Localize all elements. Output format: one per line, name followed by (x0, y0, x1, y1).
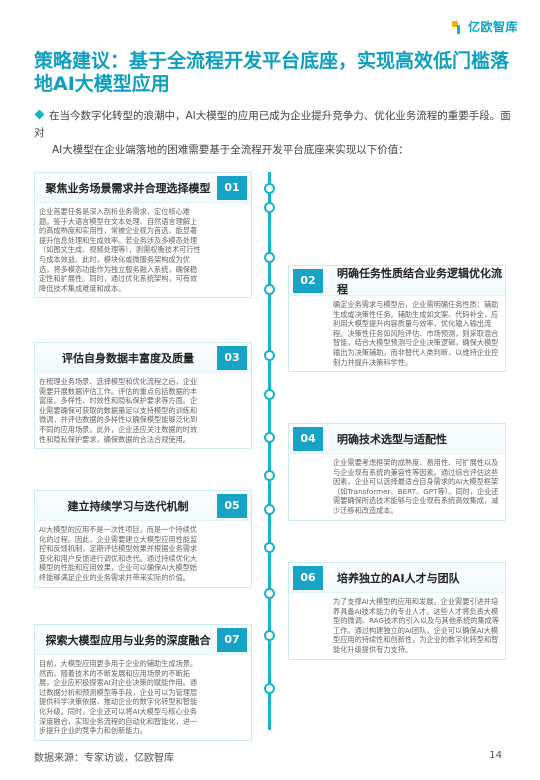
card-title: 建立持续学习与迭代机制 (67, 499, 189, 513)
card-number: 02 (293, 268, 323, 293)
data-source: 数据来源：专家访谈，亿欧智库 (34, 753, 174, 764)
card-number: 01 (217, 175, 247, 200)
strategy-card-03: 评估自身数据丰富度及质量 03 在梳理业务场景、选择模型和优化流程之后，企业需要开… (34, 342, 252, 450)
card-body: AI大模型的应用不是一次性项目，而是一个持续优化的过程。因此，企业需要建立大模型… (39, 525, 198, 582)
timeline-dot (264, 683, 275, 694)
timeline-dot (264, 252, 275, 263)
card-body: 确定业务需求与模型后，企业需明确任务性质：辅助生成或决策性任务。辅助生成如文案、… (333, 300, 499, 367)
card-title: 评估自身数据丰富度及质量 (62, 351, 194, 365)
intro-line-1: 在当今数字化转型的浪潮中，AI大模型的应用已成为企业提升竞争力、优化业务流程的重… (34, 110, 511, 139)
strategy-card-04: 04 明确技术选型与适配性 企业需要考虑框架的成熟度、易用性、可扩展性以及与企业现… (288, 423, 506, 521)
timeline-dot (264, 504, 275, 515)
strategy-card-07: 探索大模型应用与业务的深度融合 07 目前，大模型应用更多用于企业的辅助生成场景。… (34, 624, 252, 741)
timeline-dot (264, 183, 275, 194)
page-title: 策略建议：基于全流程开发平台底座，实现高效低门槛落地AI大模型应用 (34, 50, 510, 95)
card-body: 为了支撑AI大模型的应用和发展，企业需要引进并培养具备AI技术能力的专业人才。这… (333, 597, 500, 654)
intro-line-2: AI大模型在企业端落地的困难需要基于全流程开发平台底座来实现以下价值： (52, 144, 409, 156)
strategy-card-02: 02 明确任务性质结合业务逻辑优化流程 确定业务需求与模型后，企业需明确任务性质：… (288, 265, 506, 373)
intro-paragraph: 在当今数字化转型的浪潮中，AI大模型的应用已成为企业提升竞争力、优化业务流程的重… (34, 108, 512, 159)
timeline-dot (264, 432, 275, 443)
timeline-dot (264, 588, 275, 599)
card-number: 07 (217, 627, 247, 652)
timeline-dot (264, 630, 275, 641)
card-title: 明确技术选型与适配性 (337, 432, 447, 446)
card-number: 05 (217, 493, 247, 518)
logo-text: 亿欧智库 (467, 20, 518, 34)
diamond-bullet-icon (34, 109, 45, 120)
card-body: 企业首要任务是深入剖析业务需求，定位核心难题。鉴于大语言模型在文本处理、自然语言… (39, 207, 201, 293)
card-title: 培养独立的AI人才与团队 (337, 571, 460, 585)
timeline-dot (264, 202, 275, 213)
timeline-dot (264, 284, 275, 295)
timeline-dot (264, 350, 275, 361)
card-title: 明确任务性质结合业务逻辑优化流程 (337, 266, 502, 296)
card-number: 04 (293, 426, 323, 451)
card-body: 在梳理业务场景、选择模型和优化流程之后，企业需要开展数据评估工作。评估的重点包括… (39, 377, 198, 444)
card-number: 03 (217, 345, 247, 370)
card-title: 探索大模型应用与业务的深度融合 (45, 633, 211, 647)
timeline-dot (264, 389, 275, 400)
card-title: 聚焦业务场景需求并合理选择模型 (45, 181, 211, 195)
strategy-card-05: 建立持续学习与迭代机制 05 AI大模型的应用不是一次性项目，而是一个持续优化的过… (34, 490, 252, 588)
strategy-card-06: 06 培养独立的AI人才与团队 为了支撑AI大模型的应用和发展，企业需要引进并培养… (288, 562, 506, 660)
timeline-dot (264, 470, 275, 481)
strategy-card-01: 聚焦业务场景需求并合理选择模型 01 企业首要任务是深入剖析业务需求，定位核心难题… (34, 172, 252, 299)
logo-mark-icon (451, 20, 465, 34)
page-number: 14 (489, 750, 502, 761)
brand-logo: 亿欧智库 (451, 18, 518, 35)
timeline-spine (268, 172, 271, 730)
card-body: 目前，大模型应用更多用于企业的辅助生成场景。然而，随着技术的不断发展和应用场景的… (39, 659, 198, 736)
card-body: 企业需要考虑框架的成熟度、易用性、可扩展性以及与企业现有系统的兼容性等因素。通过… (333, 458, 499, 515)
timeline-dot (264, 542, 275, 553)
card-number: 06 (293, 565, 323, 590)
